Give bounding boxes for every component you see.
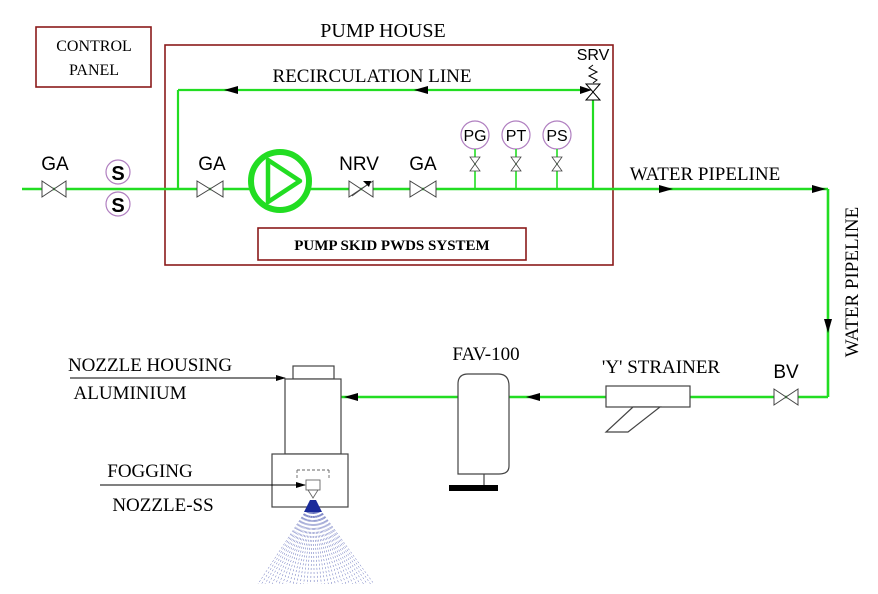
- pump-house-label: PUMP HOUSE: [320, 20, 445, 42]
- ps-label: PS: [546, 128, 567, 145]
- fav-100-label: FAV-100: [452, 344, 519, 365]
- fogging-label-line2: NOZZLE-SS: [112, 495, 213, 516]
- spray-line: [312, 499, 333, 585]
- spray-line: [312, 499, 371, 585]
- ga-discharge-label: GA: [409, 154, 437, 175]
- spray-line: [299, 499, 314, 585]
- strainer-s-bottom: S: [111, 195, 124, 217]
- pg-label: PG: [463, 128, 486, 145]
- flow-arrow-return-1: [526, 393, 540, 401]
- instrument-pg: [460, 120, 490, 189]
- srv-valve: [584, 64, 602, 101]
- instrument-ps: [542, 120, 572, 189]
- spray-line: [278, 499, 314, 585]
- spray-line: [275, 499, 314, 585]
- water-pipeline-label-horizontal: WATER PIPELINE: [630, 164, 780, 185]
- y-strainer-label: 'Y' STRAINER: [602, 357, 721, 378]
- nozzle-housing: [271, 365, 349, 508]
- fogging-nozzle: [296, 469, 330, 499]
- flow-arrow-pipeline-right: [659, 185, 673, 193]
- pump-skid-box: [257, 227, 527, 261]
- nozzle-housing-label-line2: ALUMINIUM: [74, 383, 187, 404]
- pump-skid-label: PUMP SKID PWDS SYSTEM: [294, 238, 489, 254]
- water-pipeline-label-vertical: WATER PIPELINE: [842, 207, 863, 357]
- nrv-label: NRV: [339, 154, 379, 175]
- recirculation-line-label: RECIRCULATION LINE: [273, 66, 472, 87]
- spray-line: [271, 499, 314, 585]
- spray-line: [312, 499, 375, 585]
- ga-suction-valve: [196, 180, 224, 198]
- spray-line: [282, 499, 314, 585]
- spray-line: [285, 499, 314, 585]
- spray-line: [261, 499, 314, 585]
- spray-line: [312, 499, 329, 585]
- nozzle-housing-leader-arrow: [276, 375, 286, 381]
- spray-line: [312, 499, 361, 585]
- spray-line: [312, 499, 354, 585]
- pump-house-box: [164, 44, 614, 266]
- ga-discharge-valve: [409, 180, 437, 198]
- bv-valve: [773, 388, 799, 406]
- spray-line: [312, 499, 340, 585]
- spray-line: [268, 499, 314, 585]
- fog-spray-cone: [257, 499, 375, 585]
- nrv-flow-arrow: [363, 181, 371, 187]
- flow-arrow-return-2: [344, 393, 358, 401]
- spray-line: [312, 499, 343, 585]
- pump-symbol: [248, 149, 312, 213]
- ga-suction-label: GA: [198, 154, 226, 175]
- flow-arrow-pipeline-down: [824, 319, 832, 333]
- control-panel-box: [35, 26, 152, 88]
- spray-line: [312, 499, 357, 585]
- nozzle-housing-label-line1: NOZZLE HOUSING: [68, 355, 232, 376]
- spray-line: [312, 499, 350, 585]
- spray-line: [312, 499, 364, 585]
- recirculation-pipe: [176, 88, 595, 189]
- spray-line: [257, 499, 314, 585]
- recirculation-arrow-mid: [414, 86, 428, 94]
- ga-inlet-label: GA: [41, 154, 69, 175]
- srv-label: SRV: [577, 47, 610, 64]
- fav-100-valve: [457, 373, 510, 486]
- srv-arrow: [580, 86, 592, 94]
- spray-line: [312, 499, 347, 585]
- control-panel-label-line1: CONTROL: [56, 38, 132, 55]
- ga-inlet-valve: [41, 180, 67, 198]
- spray-line: [312, 499, 336, 585]
- strainer-s-top: S: [111, 163, 124, 185]
- recirculation-arrow-left: [224, 86, 238, 94]
- y-strainer: [604, 385, 691, 433]
- fav-100-base: [449, 485, 498, 491]
- spray-line: [289, 499, 314, 585]
- suction-strainer: [105, 159, 131, 217]
- fogging-leader-arrow: [296, 482, 306, 488]
- spray-line: [296, 499, 314, 585]
- bv-label: BV: [773, 362, 799, 383]
- pt-label: PT: [506, 128, 527, 145]
- instrument-pt: [501, 120, 531, 189]
- spray-line: [264, 499, 314, 585]
- spray-line: [312, 499, 368, 585]
- fogging-label-line1: FOGGING: [107, 461, 193, 482]
- control-panel-label-line2: PANEL: [69, 62, 119, 79]
- spray-core: [304, 500, 322, 512]
- flow-arrow-pipeline-corner: [812, 185, 826, 193]
